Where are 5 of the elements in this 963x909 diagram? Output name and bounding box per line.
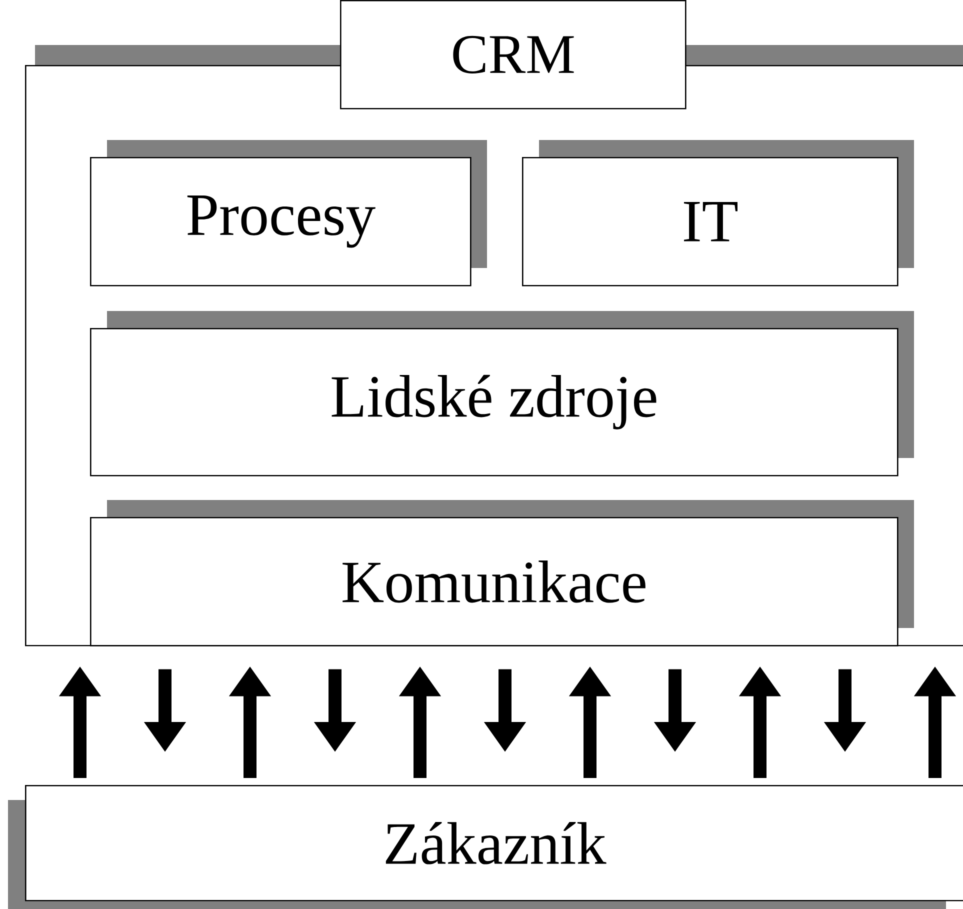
process-box: Lidské zdroje xyxy=(90,311,914,476)
process-box: Zákazník xyxy=(8,785,963,909)
process-box: Komunikace xyxy=(90,500,914,646)
process-box: IT xyxy=(522,140,914,286)
process-box: Procesy xyxy=(90,140,487,286)
